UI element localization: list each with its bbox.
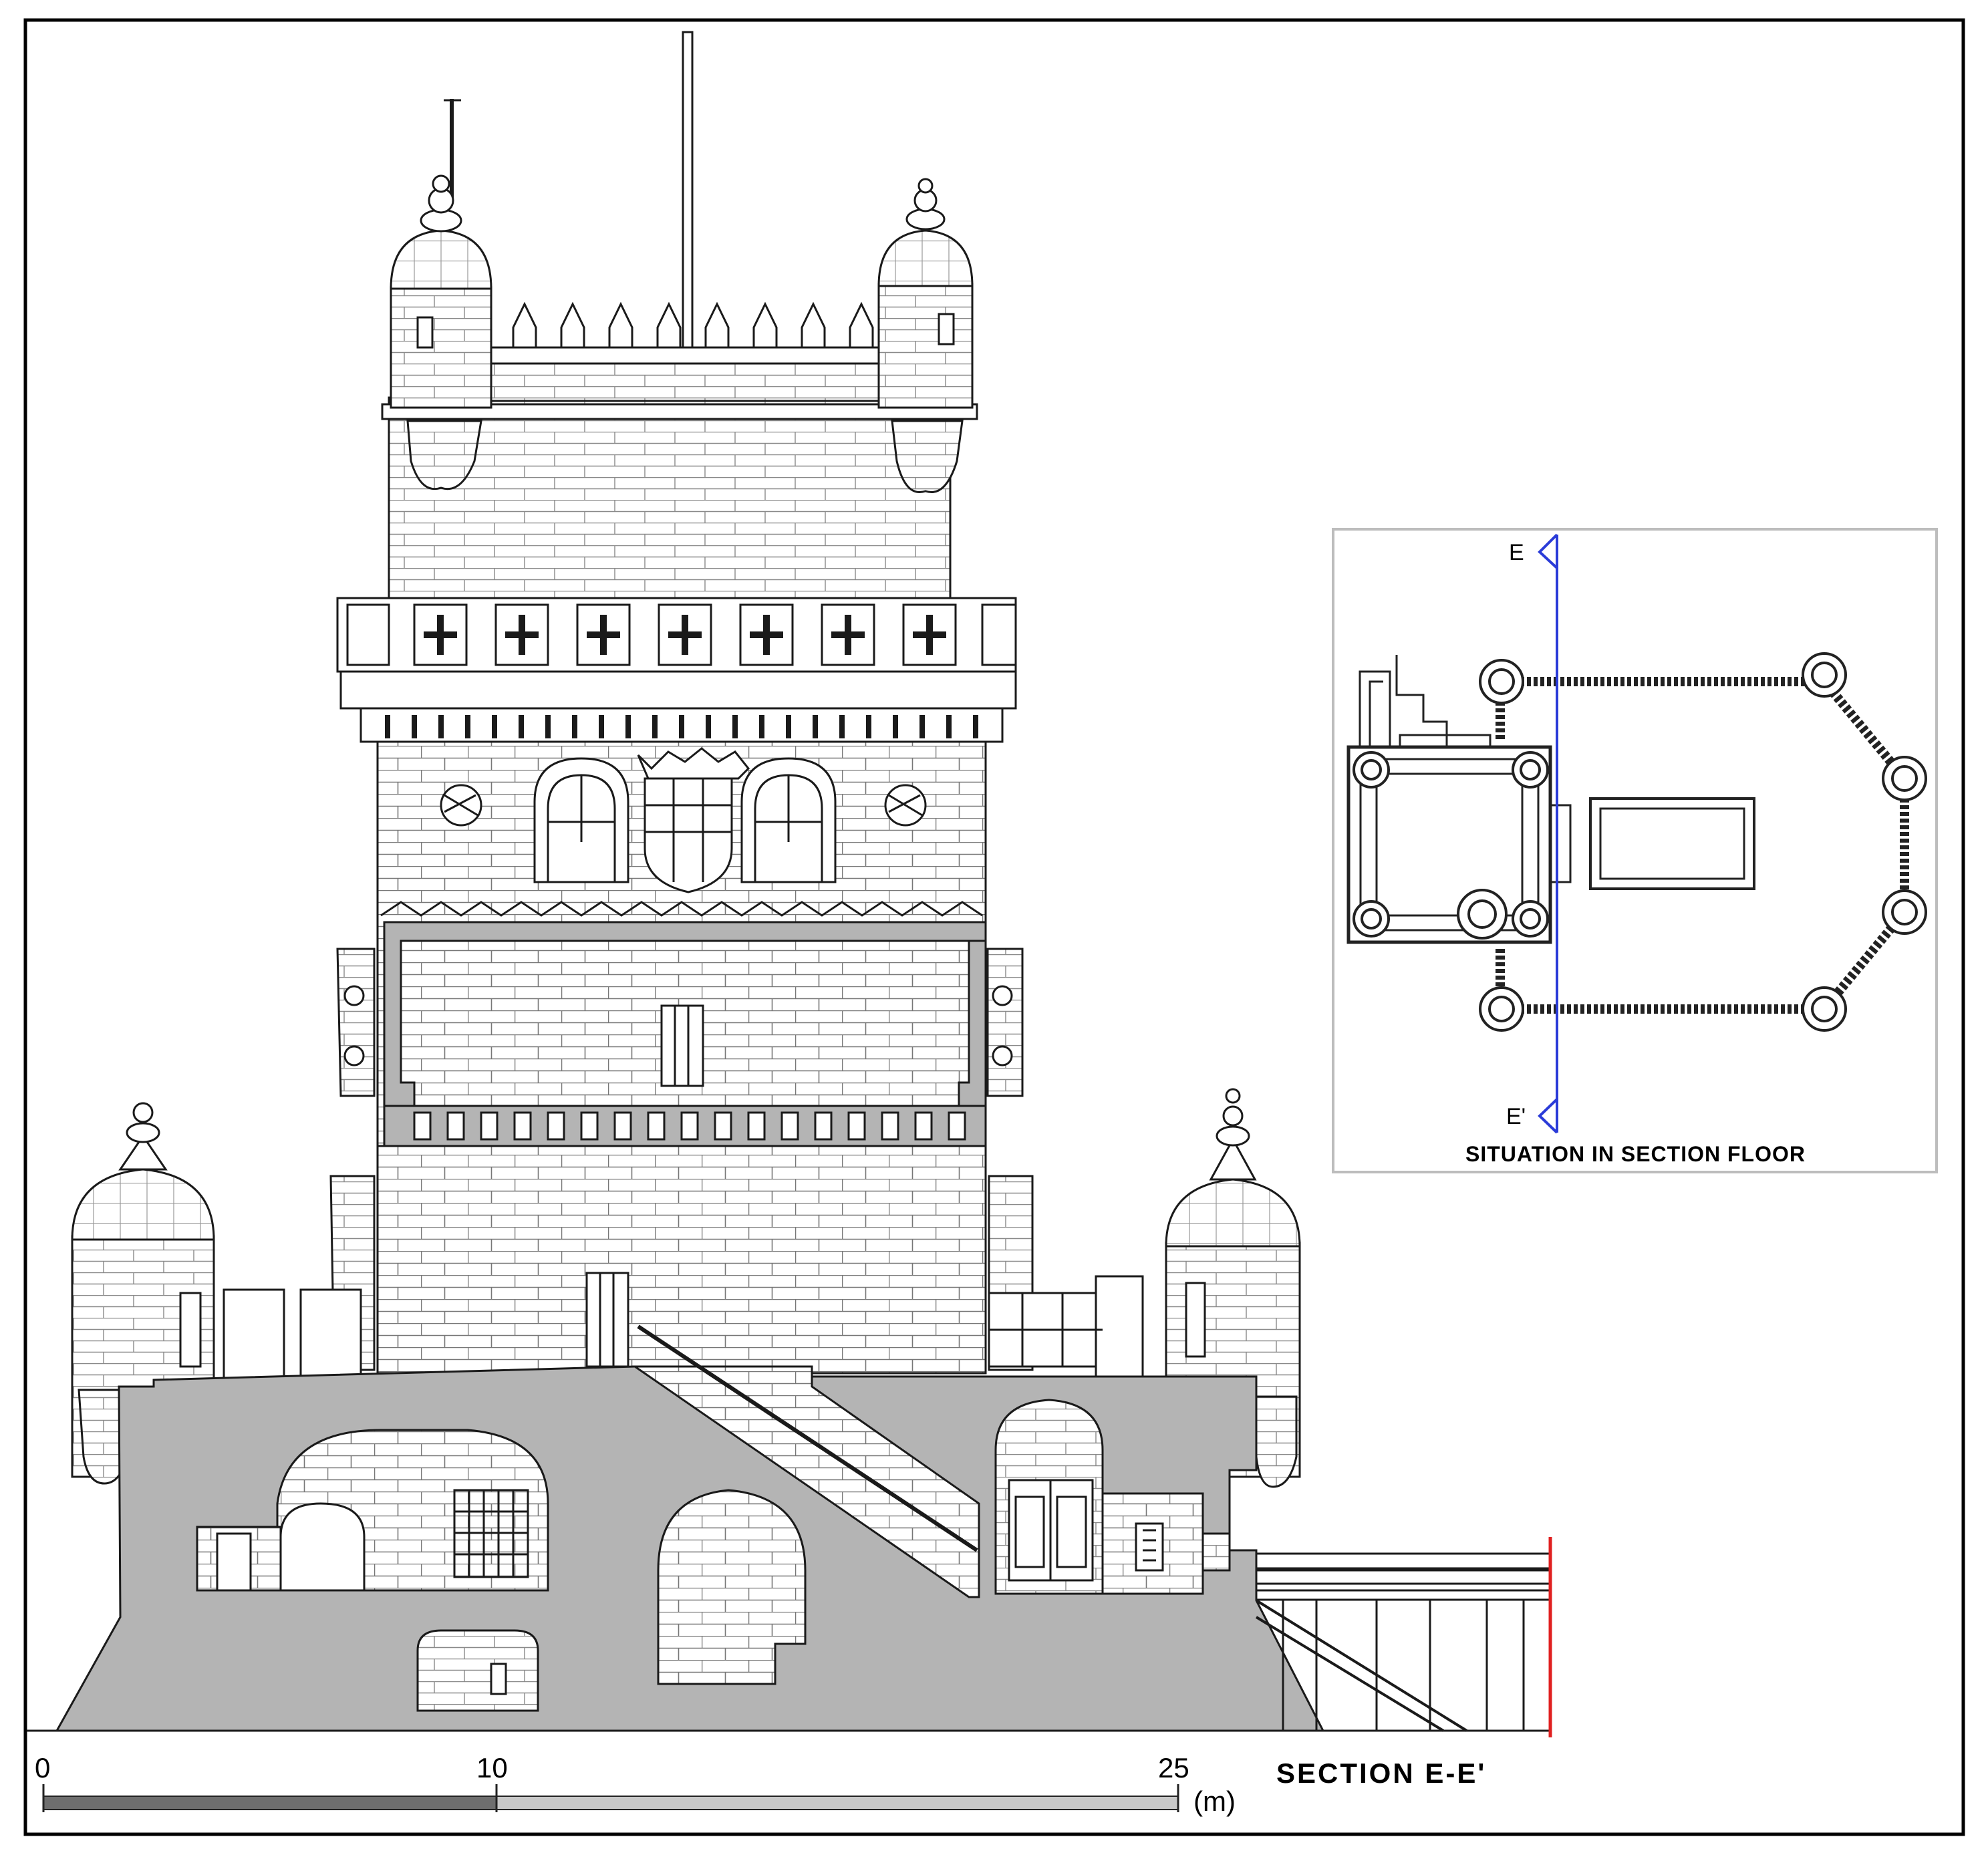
access-bridge: [1255, 1552, 1552, 1732]
merlons: [512, 301, 874, 349]
zigzag-band: [380, 901, 983, 917]
cut-marker-bottom: [1538, 1098, 1558, 1134]
lower-tower: [376, 1145, 987, 1375]
lower-chamber: [416, 1629, 539, 1712]
marker-label-bottom: E': [1506, 1104, 1526, 1129]
outer-frame: [23, 18, 1965, 1836]
scale-segment-dark: [43, 1796, 497, 1810]
scale-tick-10: 10: [476, 1752, 508, 1783]
corbels: [360, 707, 1004, 743]
grille: [453, 1489, 529, 1578]
section-title: SECTION E-E': [1276, 1757, 1486, 1789]
scale-tick-25: 25: [1158, 1752, 1189, 1783]
upper-right-turret: [877, 178, 974, 493]
inset-caption: SITUATION IN SECTION FLOOR: [1465, 1142, 1806, 1166]
arched-passage: [657, 1489, 807, 1685]
staircase: [631, 1365, 980, 1598]
cut-marker-top: [1538, 533, 1558, 569]
coat-of-arms: [637, 747, 750, 893]
marker-label-top: E: [1509, 540, 1524, 565]
scale-tick-0: 0: [35, 1752, 50, 1783]
scale-bar: 0 10 25 (m): [35, 1752, 1236, 1817]
arched-windows: [533, 757, 837, 883]
inner-door: [660, 1004, 704, 1087]
cross-panels: [346, 603, 1017, 666]
scale-unit: (m): [1193, 1785, 1236, 1817]
upper-left-turret: [390, 174, 492, 490]
plan-turrets: [1353, 652, 1927, 1032]
tower-elevation: [55, 31, 1552, 1737]
entrance-door: [585, 1272, 629, 1368]
scale-segment-light: [496, 1796, 1179, 1810]
inset-plan: E E' SITUATION IN SECTION FLOOR: [1332, 528, 1938, 1173]
